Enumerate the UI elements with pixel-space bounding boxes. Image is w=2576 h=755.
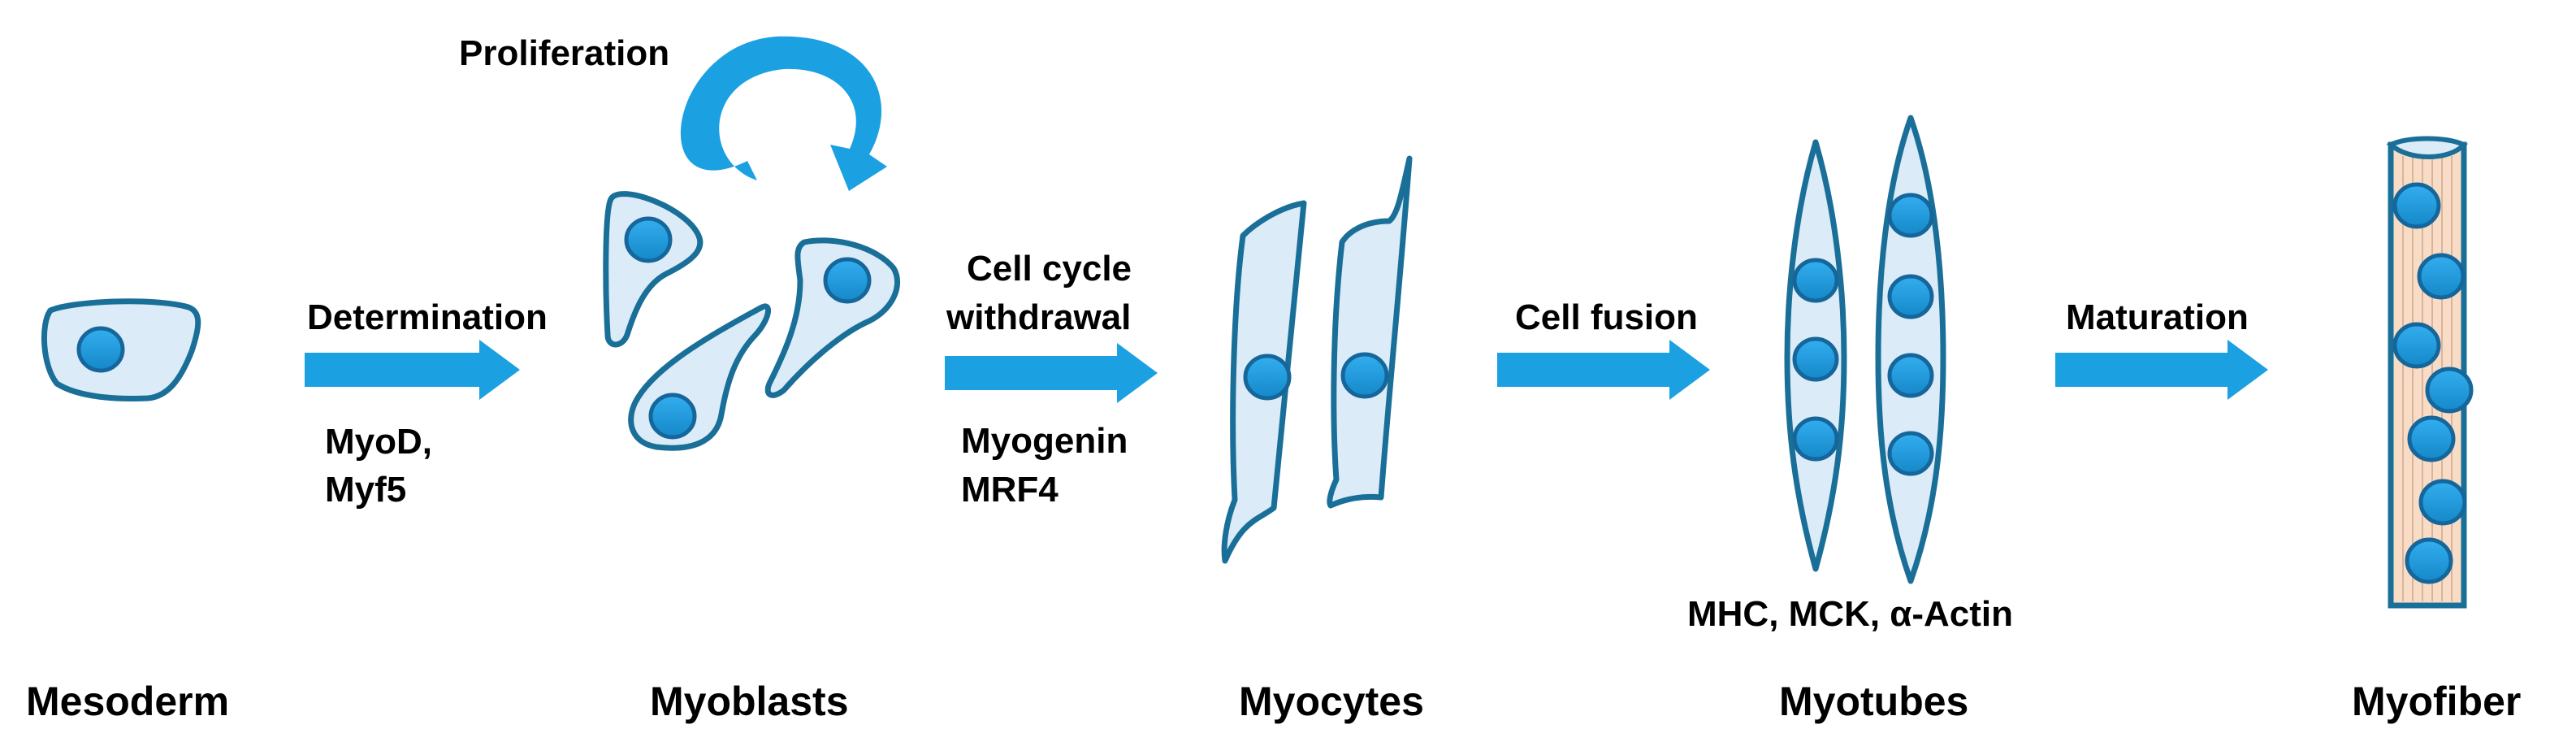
mesoderm-nucleus (76, 326, 125, 373)
determination-arrow (305, 340, 520, 400)
myofiber-nucleus (2425, 367, 2474, 414)
factor-myod: MyoD, (325, 422, 432, 462)
maturation-arrow (2055, 340, 2268, 400)
myoblast-nucleus (823, 257, 872, 304)
step-label-proliferation: Proliferation (459, 33, 669, 73)
step-label-withdrawal: Cell cycle withdrawal (946, 249, 1141, 337)
myofiber-nucleus (2392, 182, 2441, 229)
fusion-markers: MHC, MCK, α-Actin (1687, 594, 2013, 634)
stage-label-myofiber: Myofiber (2352, 679, 2521, 724)
stage-label-myoblasts: Myoblasts (650, 679, 849, 724)
factor-myogenin: Myogenin (961, 421, 1128, 461)
myoblast-nucleus (624, 216, 673, 263)
myotube-nucleus (1887, 274, 1934, 319)
withdrawal-line-2: withdrawal (946, 297, 1131, 337)
myotube-nucleus (1792, 258, 1839, 303)
myofiber-nucleus (2418, 479, 2467, 526)
myocyte-cell-left (1221, 200, 1307, 564)
myofiber-nucleus (2417, 253, 2466, 300)
step-label-fusion: Cell fusion (1515, 297, 1698, 337)
myoblast-cell-top-left (603, 191, 704, 348)
withdrawal-arrow (945, 343, 1158, 403)
determination-factors: MyoD, Myf5 (325, 422, 442, 510)
proliferation-cycle-arrow (680, 36, 887, 191)
myocyte-nucleus (1243, 354, 1292, 401)
myoblast-cell-right (764, 237, 900, 398)
withdrawal-factors: Myogenin MRF4 (961, 421, 1138, 510)
mesoderm-cell (41, 298, 201, 401)
myofiber-nucleus (2405, 537, 2453, 584)
myotube-left (1784, 139, 1847, 572)
myofiber-nucleus (2392, 322, 2441, 369)
stage-label-myocytes: Myocytes (1239, 679, 1424, 724)
myoblast-cell-bottom (628, 303, 771, 451)
myotube-nucleus (1887, 193, 1934, 238)
myocyte-cell-right (1327, 155, 1413, 509)
myotube-nucleus (1887, 431, 1934, 476)
withdrawal-line-1: Cell cycle (967, 249, 1132, 289)
stage-label-mesoderm: Mesoderm (26, 679, 229, 724)
myofiber-nucleus (2407, 415, 2456, 462)
step-label-determination: Determination (307, 297, 548, 337)
myofiber (2386, 136, 2474, 609)
myocyte-nucleus (1340, 352, 1389, 399)
fusion-arrow (1497, 340, 1710, 400)
myofiber-top-cap (2386, 136, 2469, 159)
myoblast-nucleus (648, 393, 697, 440)
factor-myf5: Myf5 (325, 470, 406, 510)
stage-label-myotubes: Myotubes (1779, 679, 1968, 724)
myotube-nucleus (1792, 336, 1839, 382)
step-label-maturation: Maturation (2066, 297, 2249, 337)
myotube-nucleus (1887, 353, 1934, 398)
myotube-nucleus (1792, 416, 1839, 462)
factor-mrf4: MRF4 (961, 470, 1059, 510)
myotube-right (1875, 115, 1946, 584)
